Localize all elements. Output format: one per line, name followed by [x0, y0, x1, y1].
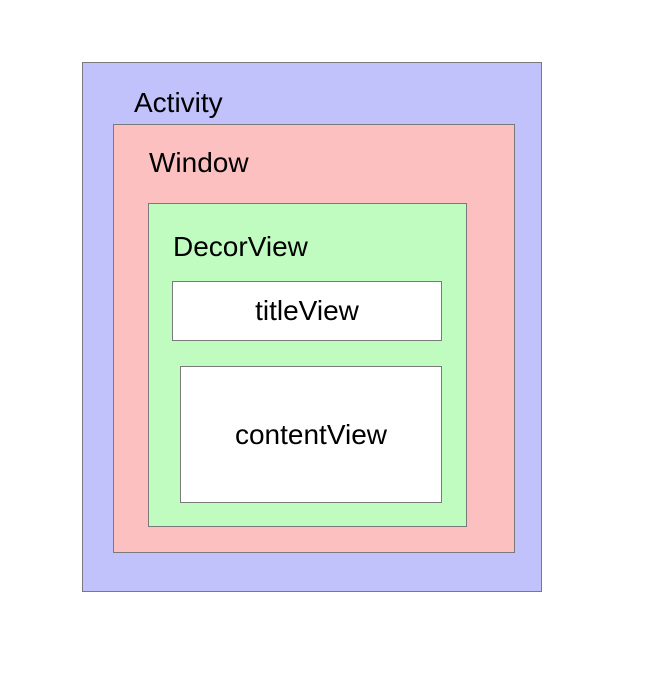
title-view-box: titleView	[172, 281, 442, 341]
window-label: Window	[149, 147, 249, 178]
content-view-label: contentView	[234, 418, 388, 450]
decor-view-label: DecorView	[173, 231, 308, 262]
activity-label: Activity	[134, 87, 223, 118]
content-view-box: contentView	[180, 366, 442, 503]
title-view-label: titleView	[255, 295, 359, 326]
